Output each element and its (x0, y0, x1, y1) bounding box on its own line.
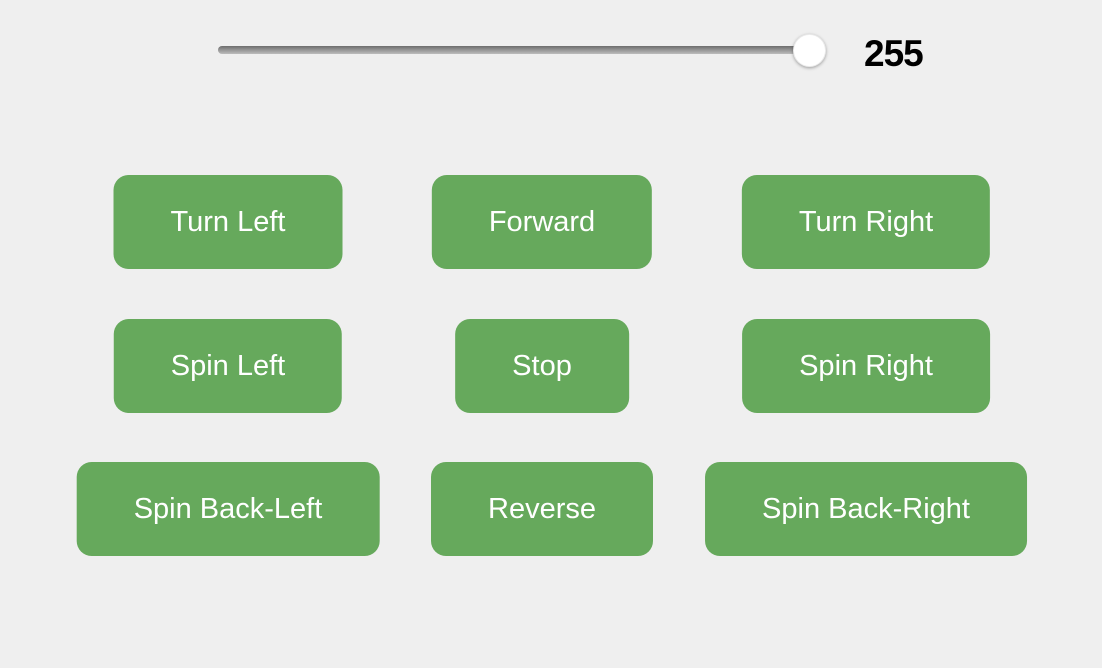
slider-value: 255 (864, 33, 924, 74)
forward-button[interactable]: Forward (431, 175, 653, 269)
spin-right-button[interactable]: Spin Right (742, 319, 990, 413)
button-row-1: Turn Left Forward Turn Right (0, 175, 1102, 269)
turn-right-button[interactable]: Turn Right (741, 175, 991, 269)
button-row-2: Spin Left Stop Spin Right (0, 319, 1102, 413)
spin-left-button[interactable]: Spin Left (113, 319, 343, 413)
spin-back-right-button[interactable]: Spin Back-Right (705, 462, 1027, 556)
slider-thumb[interactable] (793, 34, 826, 67)
button-row-3: Spin Back-Left Reverse Spin Back-Right (0, 462, 1102, 556)
spin-back-left-button[interactable]: Spin Back-Left (76, 462, 380, 556)
stop-button[interactable]: Stop (455, 319, 629, 413)
turn-left-button[interactable]: Turn Left (113, 175, 343, 269)
reverse-button[interactable]: Reverse (431, 462, 653, 556)
slider-track[interactable] (218, 46, 814, 54)
